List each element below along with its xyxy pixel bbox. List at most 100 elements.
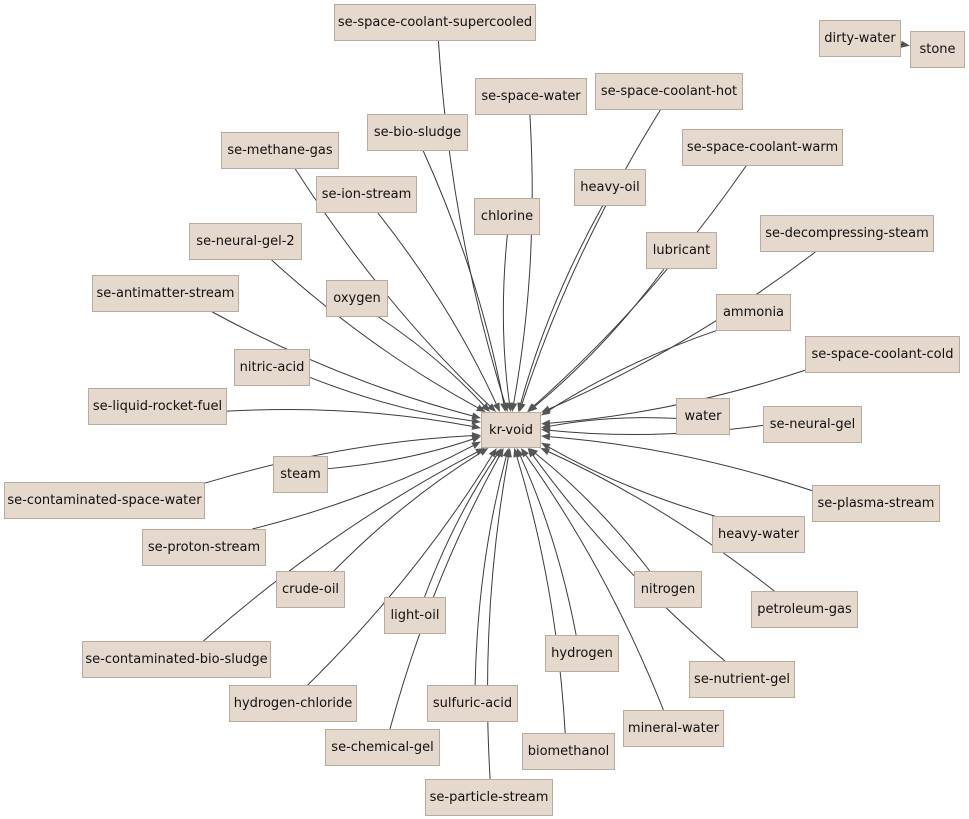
arrowhead-se-contaminated-space-water: [471, 432, 481, 440]
arrowhead-lubricant: [528, 403, 538, 412]
edge-crude-oil-to-kr-void: [333, 452, 481, 572]
arrowhead-se-methane-gas: [487, 403, 497, 412]
arrowhead-se-ion-stream: [492, 402, 500, 412]
edge-se-plasma-stream-to-kr-void: [549, 436, 813, 492]
arrowhead-se-neural-gel-2: [476, 404, 486, 412]
edge-se-ion-stream-to-kr-void: [377, 212, 497, 405]
node-se-space-coolant-cold[interactable]: se-space-coolant-cold: [805, 336, 960, 373]
arrowhead-hydrogen-chloride: [488, 448, 497, 458]
arrowhead-heavy-oil: [517, 402, 525, 412]
node-se-space-water[interactable]: se-space-water: [475, 78, 587, 115]
node-se-antimatter-stream[interactable]: se-antimatter-stream: [92, 275, 239, 312]
node-chlorine[interactable]: chlorine: [474, 198, 540, 235]
arrowhead-nitrogen: [528, 448, 538, 457]
edge-biomethanol-to-kr-void: [516, 456, 566, 734]
node-se-space-coolant-warm[interactable]: se-space-coolant-warm: [682, 129, 843, 166]
node-petroleum-gas[interactable]: petroleum-gas: [751, 591, 858, 628]
arrowhead-chlorine: [505, 402, 513, 412]
node-biomethanol[interactable]: biomethanol: [522, 733, 615, 770]
node-crude-oil[interactable]: crude-oil: [276, 571, 345, 608]
edge-se-space-water-to-kr-void: [513, 114, 533, 404]
node-se-nutrient-gel[interactable]: se-nutrient-gel: [689, 661, 795, 698]
arrowhead-hydrogen: [516, 448, 524, 458]
edge-lubricant-to-kr-void: [534, 268, 665, 407]
edge-hydrogen-to-kr-void: [519, 455, 577, 636]
edge-heavy-water-to-kr-void: [548, 446, 715, 517]
node-se-bio-sludge[interactable]: se-bio-sludge: [367, 114, 468, 151]
edge-se-space-coolant-hot-to-kr-void: [521, 109, 661, 404]
arrowhead-se-space-water: [510, 402, 518, 412]
node-se-chemical-gel[interactable]: se-chemical-gel: [325, 729, 440, 766]
node-kr-void[interactable]: kr-void: [481, 412, 541, 448]
edge-se-contaminated-space-water-to-kr-void: [204, 435, 473, 484]
arrowhead-steam: [471, 435, 481, 443]
node-se-liquid-rocket-fuel[interactable]: se-liquid-rocket-fuel: [88, 388, 227, 425]
arrowhead-se-space-coolant-cold: [541, 419, 551, 427]
node-hydrogen-chloride[interactable]: hydrogen-chloride: [229, 685, 357, 722]
arrowhead-crude-oil: [478, 448, 489, 456]
arrowhead-se-space-coolant-hot: [518, 402, 526, 412]
edge-se-bio-sludge-to-kr-void: [422, 150, 505, 404]
arrowhead-nitric-acid: [471, 417, 481, 425]
node-hydrogen[interactable]: hydrogen: [545, 635, 619, 672]
arrowhead-se-chemical-gel: [496, 448, 504, 458]
node-se-contaminated-space-water[interactable]: se-contaminated-space-water: [4, 482, 205, 519]
edge-nitric-acid-to-kr-void: [309, 376, 473, 422]
node-se-decompressing-steam[interactable]: se-decompressing-steam: [760, 215, 934, 252]
arrowhead-se-proton-stream: [471, 441, 481, 449]
arrowhead-se-particle-stream: [504, 448, 512, 458]
node-oxygen[interactable]: oxygen: [326, 280, 388, 317]
node-sulfuric-acid[interactable]: sulfuric-acid: [427, 685, 518, 722]
arrowhead-dirty-water: [900, 40, 910, 48]
node-nitric-acid[interactable]: nitric-acid: [234, 349, 310, 386]
arrowhead-se-bio-sludge: [500, 402, 508, 412]
node-ammonia[interactable]: ammonia: [716, 294, 791, 331]
arrowhead-heavy-water: [541, 442, 551, 451]
arrowhead-se-antimatter-stream: [471, 412, 481, 420]
arrowhead-oxygen: [481, 402, 490, 412]
edge-oxygen-to-kr-void: [378, 316, 485, 406]
edge-steam-to-kr-void: [327, 438, 473, 470]
node-se-neural-gel[interactable]: se-neural-gel: [763, 406, 862, 443]
node-steam[interactable]: steam: [273, 456, 328, 493]
edge-sulfuric-acid-to-kr-void: [474, 456, 507, 686]
node-se-particle-stream[interactable]: se-particle-stream: [425, 779, 553, 816]
node-se-space-coolant-supercooled[interactable]: se-space-coolant-supercooled: [334, 4, 536, 41]
edge-se-liquid-rocket-fuel-to-kr-void: [226, 409, 473, 427]
edge-se-neural-gel-to-kr-void: [549, 424, 764, 436]
arrowhead-petroleum-gas: [540, 448, 551, 456]
node-se-plasma-stream[interactable]: se-plasma-stream: [812, 485, 940, 522]
arrowhead-se-contaminated-bio-sludge: [475, 448, 485, 456]
node-heavy-water[interactable]: heavy-water: [712, 516, 805, 553]
node-se-proton-stream[interactable]: se-proton-stream: [142, 529, 266, 566]
arrowhead-biomethanol: [513, 448, 521, 458]
node-se-neural-gel-2[interactable]: se-neural-gel-2: [189, 223, 302, 260]
arrowhead-light-oil: [493, 448, 502, 458]
node-lubricant[interactable]: lubricant: [646, 232, 717, 269]
arrowhead-sulfuric-acid: [502, 448, 510, 458]
arrowhead-se-space-coolant-warm: [527, 403, 537, 412]
node-nitrogen[interactable]: nitrogen: [634, 571, 702, 608]
edge-water-to-kr-void: [549, 417, 677, 427]
edge-heavy-oil-to-kr-void: [520, 205, 603, 404]
node-se-contaminated-bio-sludge[interactable]: se-contaminated-bio-sludge: [82, 641, 271, 678]
arrowhead-mineral-water: [520, 448, 529, 458]
node-se-methane-gas[interactable]: se-methane-gas: [221, 132, 339, 169]
edge-se-particle-stream-to-kr-void: [487, 456, 509, 780]
node-stone[interactable]: stone: [910, 31, 965, 68]
node-heavy-oil[interactable]: heavy-oil: [574, 169, 646, 206]
node-water[interactable]: water: [676, 398, 730, 435]
arrowhead-se-plasma-stream: [541, 433, 551, 441]
node-se-space-coolant-hot[interactable]: se-space-coolant-hot: [595, 73, 743, 110]
edge-chlorine-to-kr-void: [502, 234, 510, 404]
arrowhead-se-neural-gel: [541, 426, 551, 434]
node-light-oil[interactable]: light-oil: [384, 597, 446, 634]
arrowhead-se-liquid-rocket-fuel: [471, 422, 481, 430]
node-mineral-water[interactable]: mineral-water: [623, 710, 724, 747]
node-se-ion-stream[interactable]: se-ion-stream: [316, 176, 417, 213]
edge-se-nutrient-gel-to-kr-void: [532, 454, 726, 662]
arrowhead-se-nutrient-gel: [527, 448, 536, 458]
node-dirty-water[interactable]: dirty-water: [819, 20, 901, 57]
edge-nitrogen-to-kr-void: [535, 453, 651, 572]
